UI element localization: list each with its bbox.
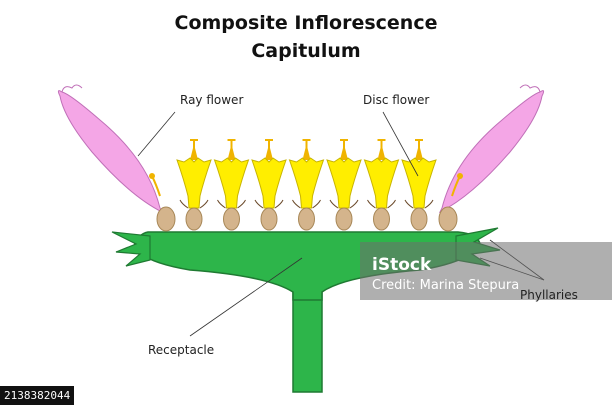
disc-flower	[363, 139, 400, 231]
label-ray-flower: Ray flower	[180, 93, 244, 107]
disc-flowers	[176, 139, 437, 231]
disc-flower	[176, 139, 212, 231]
label-receptacle: Receptacle	[148, 343, 215, 357]
disc-flower	[401, 139, 437, 231]
disc-flower	[288, 139, 325, 231]
leader-ray-flower	[137, 111, 176, 157]
leader-receptacle	[189, 257, 303, 337]
stock-id: 2138382044	[0, 386, 75, 405]
ray-flower-right	[438, 84, 545, 232]
title-line-1: Composite Inflorescence	[174, 12, 438, 34]
title-line-2: Capitulum	[251, 40, 361, 62]
ray-flower-left	[57, 84, 176, 232]
receptacle-stem	[292, 289, 323, 393]
label-disc-flower: Disc flower	[363, 93, 430, 107]
label-phyllaries: Phyllaries	[520, 288, 578, 302]
watermark-logo: iStock	[372, 255, 432, 275]
disc-flower	[251, 139, 287, 231]
watermark-band	[360, 242, 612, 300]
leader-disc-flower	[382, 111, 419, 177]
watermark-credit: Credit: Marina Stepura	[372, 278, 520, 293]
disc-flower	[326, 139, 362, 231]
disc-flower	[213, 139, 250, 231]
phyllary-left	[111, 231, 151, 267]
